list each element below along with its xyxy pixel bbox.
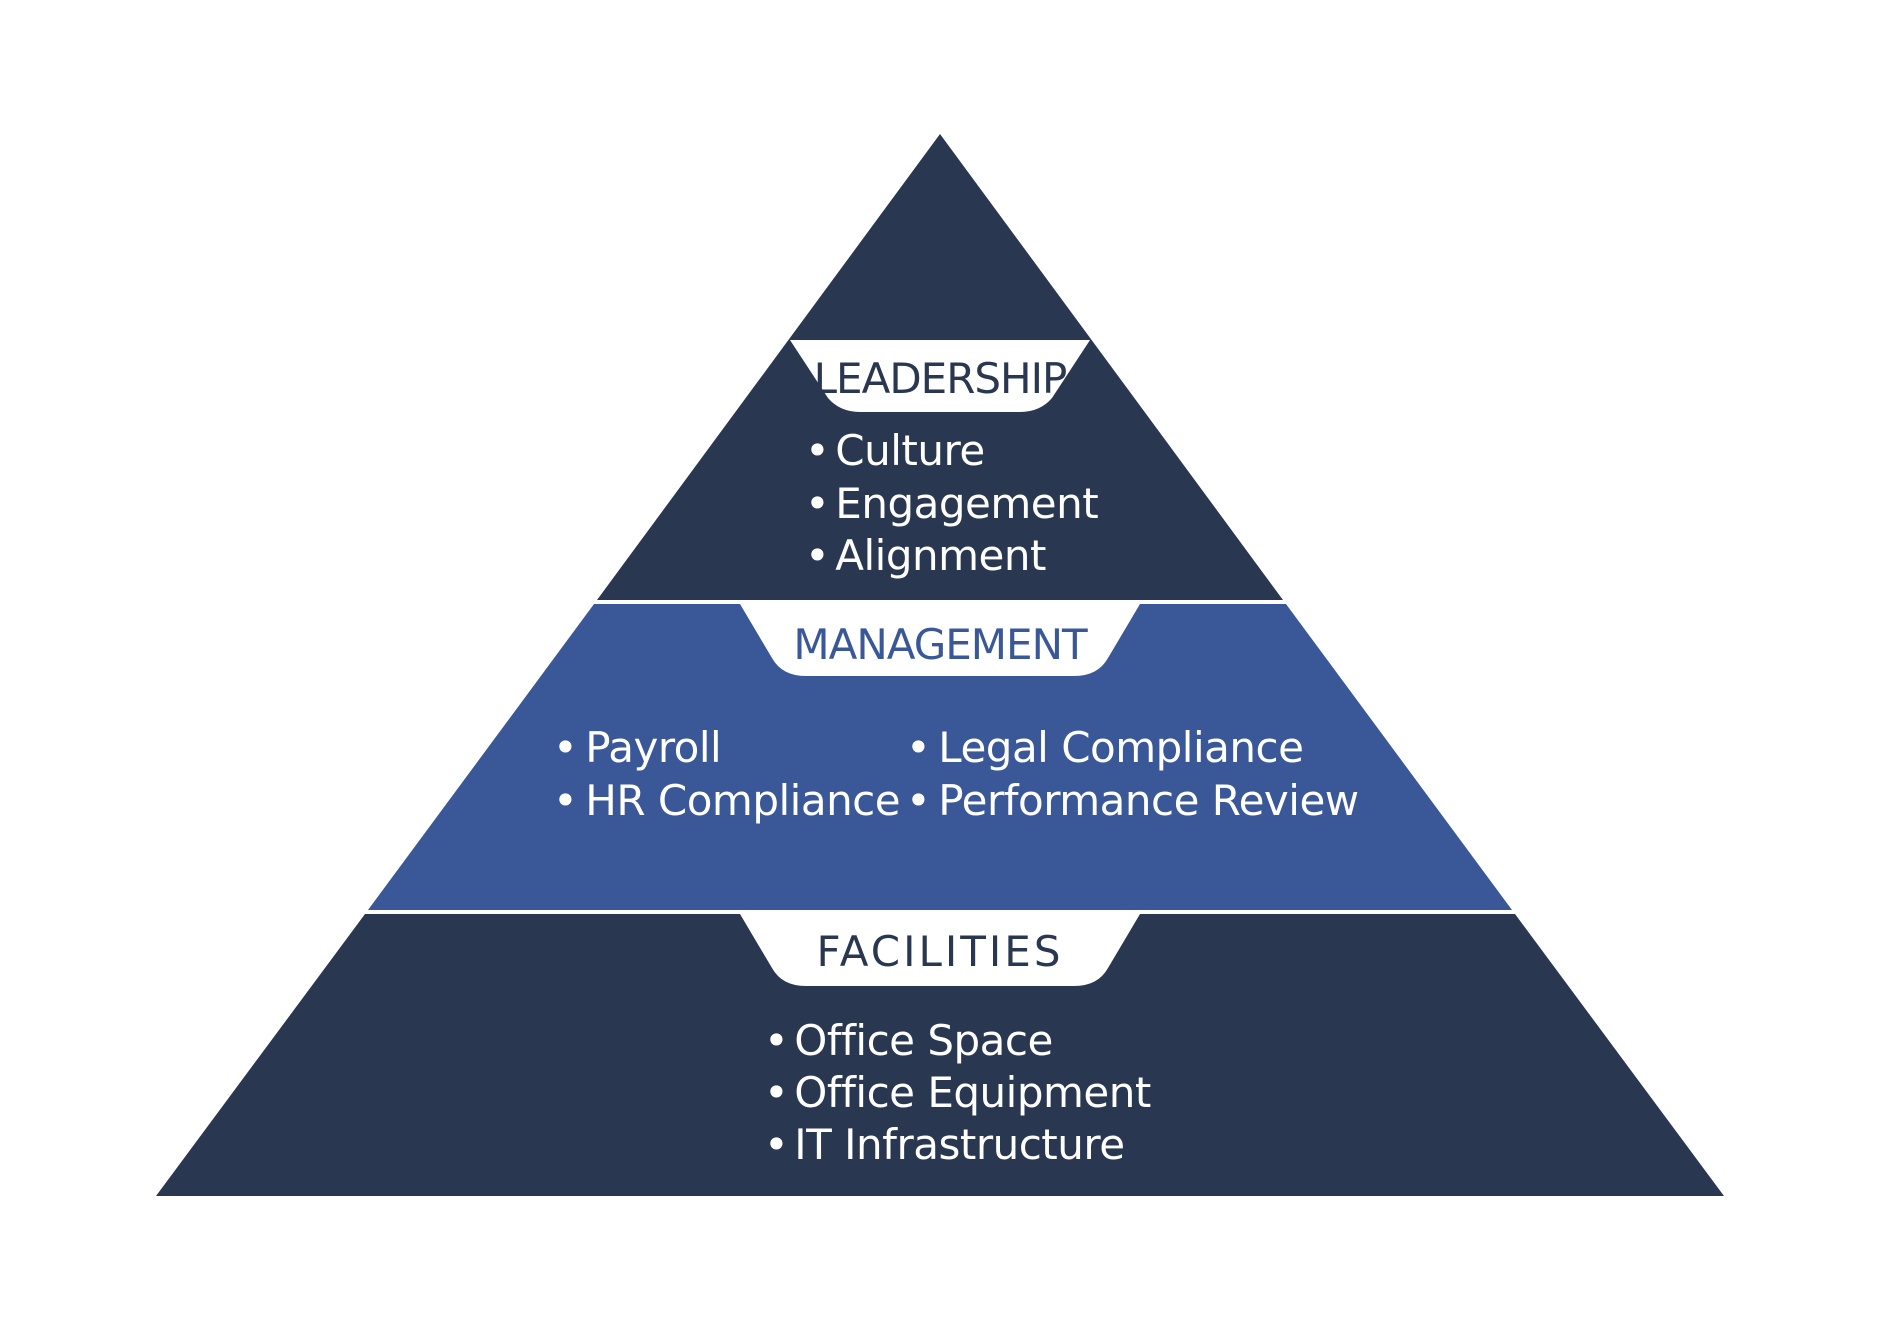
tier-bottom-label-tab xyxy=(740,914,1140,986)
tier-middle-list-left: •Payroll •HR Compliance xyxy=(553,723,901,825)
list-item: •Alignment xyxy=(805,531,1046,580)
list-item: •Legal Compliance xyxy=(906,723,1303,772)
list-item: •Engagement xyxy=(805,479,1098,528)
tier-middle-shape xyxy=(368,604,1512,910)
tier-top-label-tab xyxy=(790,340,1090,412)
list-item: •Culture xyxy=(805,426,985,475)
list-item: •Payroll xyxy=(553,723,721,772)
tier-bottom-list: •Office Space •Office Equipment •IT Infr… xyxy=(764,1016,1151,1169)
list-item: •HR Compliance xyxy=(553,776,900,825)
tier-middle-list-right: •Legal Compliance •Performance Review xyxy=(906,723,1359,825)
tier-bottom-title: FACILITIES xyxy=(816,927,1063,976)
tier-middle-title: MANAGEMENT xyxy=(793,620,1088,669)
list-item: •Performance Review xyxy=(906,776,1359,825)
tier-bottom-shape xyxy=(156,914,1724,1196)
list-item: •Office Space xyxy=(764,1016,1053,1065)
tier-top-title: LEADERSHIP xyxy=(814,354,1067,403)
list-item: •IT Infrastructure xyxy=(764,1120,1125,1169)
list-item: •Office Equipment xyxy=(764,1068,1151,1117)
tier-top-list: •Culture •Engagement •Alignment xyxy=(805,426,1099,580)
tier-middle-label-tab xyxy=(740,604,1140,676)
